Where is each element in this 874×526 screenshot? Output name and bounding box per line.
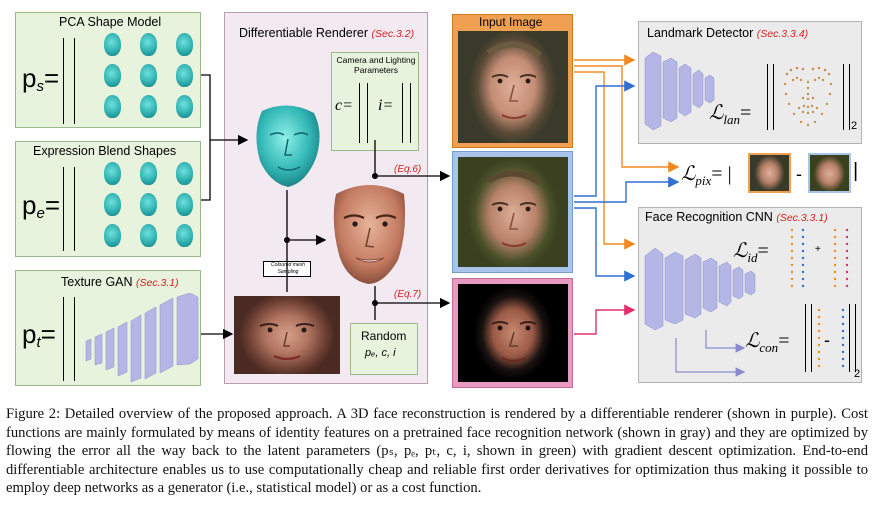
pca-shape-model-box: PCA Shape Model ps= xyxy=(15,12,201,128)
teal-face-icon xyxy=(176,224,193,247)
random-face-photo xyxy=(458,284,568,382)
rendered-image-frame xyxy=(452,151,573,273)
landmark-title: Landmark Detector (Sec.3.3.4) xyxy=(647,26,809,40)
teal-face-icon xyxy=(176,95,193,118)
pix-minus: - xyxy=(796,164,802,184)
pix-rendered-thumb xyxy=(808,153,851,193)
pt-param: pt= xyxy=(22,319,56,351)
shape-face-grid xyxy=(104,33,198,125)
eq6-label: (Eq.6) xyxy=(394,164,422,175)
lan-norm-right xyxy=(843,64,850,130)
camera-lighting-title: Camera and Lighting Parameters xyxy=(336,55,416,75)
random-title: Random xyxy=(361,329,407,343)
teal-face-icon xyxy=(140,224,157,247)
teal-face-icon xyxy=(140,33,157,56)
pix-input-thumb xyxy=(748,153,791,193)
teal-face-icon xyxy=(176,193,193,216)
teal-face-icon xyxy=(104,95,121,118)
c-vector xyxy=(359,83,368,143)
ps-param: ps= xyxy=(22,63,60,95)
con-loss: ℒcon= xyxy=(745,330,790,355)
landmark-detector-box: Landmark Detector (Sec.3.3.4) ℒlan= 2 xyxy=(638,21,862,144)
teal-face-icon xyxy=(140,64,157,87)
pe-param: pe= xyxy=(22,190,60,222)
lan-norm-left xyxy=(767,64,774,130)
rendered-face-photo xyxy=(458,157,568,267)
pe-vector xyxy=(63,167,75,251)
ps-vector xyxy=(63,38,75,124)
pix-end-bar: | xyxy=(853,160,859,182)
input-face-photo xyxy=(458,31,568,143)
random-face-features-icon xyxy=(491,321,537,363)
figure-caption: Figure 2: Detailed overview of the propo… xyxy=(6,406,868,497)
id-plus: + xyxy=(815,244,821,255)
teal-face-icon xyxy=(104,224,121,247)
uv-face-features-icon xyxy=(259,323,315,361)
lan-loss: ℒlan= xyxy=(709,102,752,127)
teal-face-icon xyxy=(176,33,193,56)
i-vector xyxy=(402,83,411,143)
teal-face-icon xyxy=(104,193,121,216)
con-norm-sub: 2 xyxy=(854,368,861,380)
feature-vector-icon xyxy=(817,308,845,368)
texture-gan-box: Texture GAN (Sec.3.1) pt= xyxy=(15,270,201,386)
cnn-layers-icon xyxy=(644,247,756,330)
face-rec-title: Face Recognition CNN (Sec.3.3.1) xyxy=(645,210,828,224)
input-face-features-icon xyxy=(486,41,542,119)
expression-face-grid xyxy=(104,162,198,254)
pt-vector xyxy=(63,297,75,381)
teal-face-icon xyxy=(176,64,193,87)
eq7-label: (Eq.7) xyxy=(394,289,422,300)
pca-title: PCA Shape Model xyxy=(59,15,162,29)
rendered-face-features-icon xyxy=(486,170,542,247)
input-image-frame: Input Image xyxy=(452,14,573,148)
face-recognition-box: Face Recognition CNN (Sec.3.3.1) ℒid= + … xyxy=(638,207,862,383)
renderer-title: Differentiable Renderer (Sec.3.2) xyxy=(239,26,415,40)
con-minus: - xyxy=(824,330,830,350)
texture-uv-map xyxy=(234,296,340,374)
con-norm-left xyxy=(805,304,812,372)
teal-face-mesh-icon xyxy=(256,105,320,187)
random-image-frame xyxy=(452,278,573,388)
teal-face-icon xyxy=(104,162,121,185)
gan-layers-icon xyxy=(85,293,199,383)
teal-face-icon xyxy=(104,33,121,56)
con-norm-right xyxy=(849,304,856,372)
teal-face-icon xyxy=(176,162,193,185)
camera-lighting-box: Camera and Lighting Parameters c= i= xyxy=(331,52,419,151)
id-loss: ℒid= xyxy=(733,240,769,265)
rendered-face-icon xyxy=(333,185,406,284)
connector-arrows xyxy=(201,54,746,377)
lan-norm-sub: 2 xyxy=(851,120,858,132)
random-params: pₑ, c, i xyxy=(365,347,396,359)
feature-vector-icon xyxy=(790,228,849,288)
exp-title: Expression Blend Shapes xyxy=(33,144,177,158)
teal-face-icon xyxy=(140,193,157,216)
landmark-dots-icon xyxy=(783,66,833,127)
random-params-box: Random pₑ, c, i xyxy=(350,323,418,375)
tex-title: Texture GAN (Sec.3.1) xyxy=(61,275,179,289)
teal-face-icon xyxy=(140,162,157,185)
i-param: i= xyxy=(378,97,394,114)
teal-face-icon xyxy=(104,64,121,87)
pix-loss: ℒpix= | xyxy=(681,163,732,188)
cnn-layers-icon xyxy=(644,51,715,131)
input-image-label: Input Image xyxy=(479,15,543,29)
teal-face-icon xyxy=(140,95,157,118)
c-param: c= xyxy=(335,97,353,114)
expression-blend-shapes-box: Expression Blend Shapes pe= xyxy=(15,141,201,257)
